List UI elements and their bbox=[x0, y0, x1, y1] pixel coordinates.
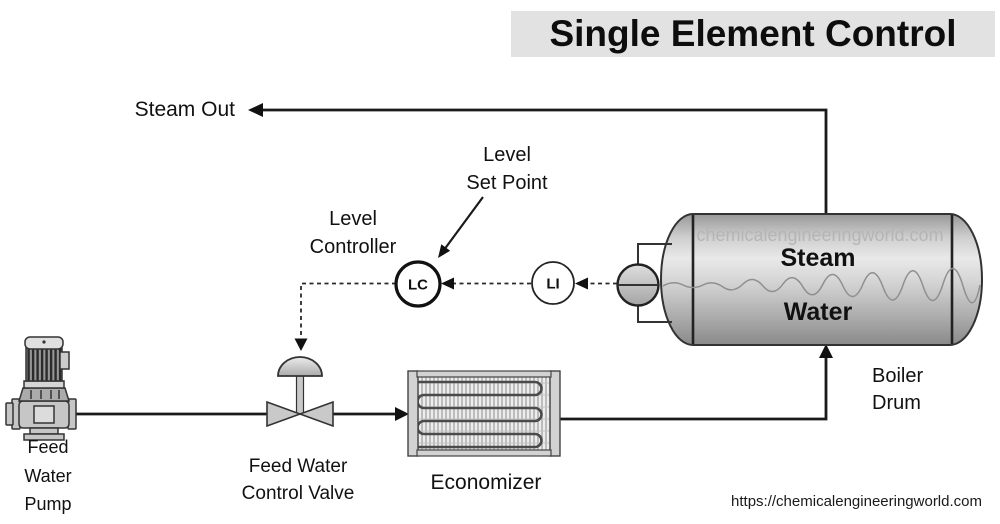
pump-pedestal bbox=[29, 427, 59, 435]
boiler-drum-label-line2: Drum bbox=[872, 392, 921, 414]
valve-body-right bbox=[297, 400, 334, 428]
li-inlet-arrowhead bbox=[575, 277, 588, 290]
level-set-point-label-line2: Set Point bbox=[466, 172, 548, 194]
level-indicator-bubble: LI bbox=[531, 261, 575, 305]
economizer-inlet-arrowhead bbox=[395, 407, 409, 421]
economizer-to-drum-pipe bbox=[559, 355, 828, 421]
feed-water-pump-label-line3: Pump bbox=[24, 494, 71, 514]
level-controller-label-line2: Controller bbox=[310, 236, 397, 258]
feed-water-control-valve-icon bbox=[266, 356, 334, 428]
level-set-point-label-line1: Level bbox=[483, 144, 531, 166]
control-valve-label-line1: Feed Water bbox=[249, 456, 348, 477]
set-point-pointer-line bbox=[440, 196, 484, 255]
motor-junction-box bbox=[59, 351, 70, 370]
control-valve-label-line2: Control Valve bbox=[242, 483, 355, 504]
level-gauge-assembly bbox=[616, 243, 672, 323]
footer-url: https://chemicalengineeringworld.com bbox=[731, 493, 982, 510]
economizer-coil bbox=[416, 380, 543, 449]
level-controller-bubble: LC bbox=[394, 260, 442, 308]
water-level-wave bbox=[662, 267, 981, 304]
page-title: Single Element Control bbox=[549, 13, 956, 54]
li-tag: LI bbox=[546, 276, 559, 293]
drum-shell bbox=[659, 213, 984, 346]
title-background bbox=[511, 11, 995, 57]
pump-base-plate bbox=[23, 433, 65, 441]
economizer-top-frame bbox=[416, 370, 552, 378]
feed-water-pump-icon bbox=[5, 336, 77, 441]
boiler-drum-label-line1: Boiler bbox=[872, 365, 923, 387]
valve-actuator-dome bbox=[277, 356, 323, 377]
valve-stem bbox=[295, 375, 305, 415]
economizer-fin-core bbox=[416, 375, 552, 452]
economizer-bottom-frame bbox=[416, 449, 552, 457]
title-banner: Single Element Control bbox=[511, 11, 995, 57]
lc-to-valve-signal bbox=[300, 282, 396, 338]
economizer-left-frame bbox=[407, 370, 419, 457]
motor-body bbox=[25, 347, 63, 382]
set-point-arrowhead bbox=[438, 244, 451, 258]
feed-water-pump-label-line2: Water bbox=[24, 466, 71, 486]
lc-tag: LC bbox=[408, 277, 428, 294]
steam-zone-label: Steam bbox=[780, 244, 855, 272]
pump-casing-box bbox=[33, 405, 55, 424]
economizer-right-frame bbox=[549, 370, 561, 457]
pump-left-flange-outer bbox=[5, 402, 14, 426]
drum-inlet-arrowhead bbox=[819, 344, 833, 358]
valve-body-left bbox=[266, 400, 303, 428]
pump-adapter bbox=[17, 387, 71, 402]
drum-watermark: chemicalengineeringworld.com bbox=[696, 225, 943, 245]
gauge-bracket bbox=[637, 243, 672, 323]
motor-base-band bbox=[23, 380, 65, 389]
boiler-drum-vessel: chemicalengineeringworld.com Steam Water bbox=[659, 213, 984, 346]
steam-out-label: Steam Out bbox=[135, 98, 236, 121]
feed-water-pump-label-line1: Feed bbox=[27, 437, 68, 457]
motor-eyebolt bbox=[42, 340, 46, 344]
water-zone-label: Water bbox=[784, 298, 853, 326]
steam-out-line bbox=[248, 103, 828, 215]
valve-signal-arrowhead bbox=[294, 338, 308, 351]
level-controller-label-line1: Level bbox=[329, 208, 377, 230]
lc-inlet-arrowhead bbox=[441, 277, 454, 290]
steam-out-arrowhead bbox=[248, 103, 263, 117]
economizer-label: Economizer bbox=[431, 471, 542, 494]
economizer-icon bbox=[407, 370, 561, 457]
